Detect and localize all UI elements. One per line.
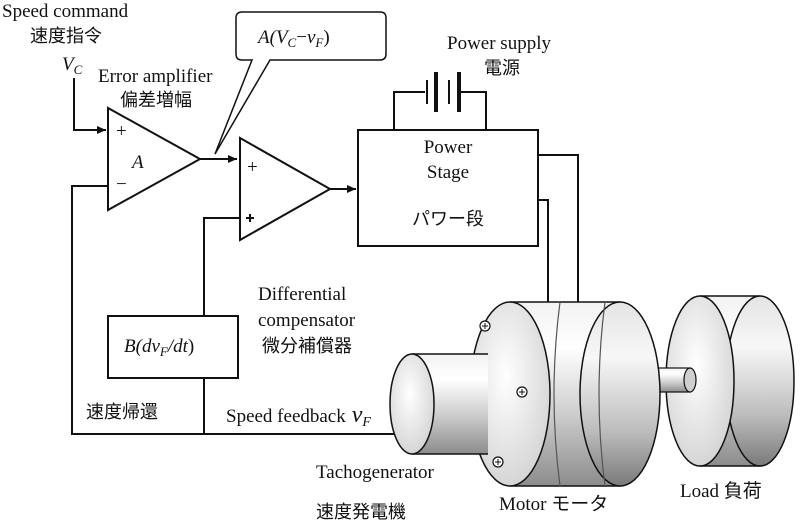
motor-wire-upper	[538, 154, 579, 312]
command-input-wire	[73, 78, 106, 134]
error-amplifier-jp-label: 偏差増幅	[120, 90, 192, 110]
error-amp-minus: −	[116, 174, 127, 195]
speed-command-label: Speed command	[2, 1, 129, 22]
differential-jp-label: 微分補償器	[262, 336, 352, 356]
error-amplifier-triangle	[107, 106, 203, 212]
differential-compensator-block	[107, 315, 239, 379]
power-stage-jp-label: パワー段	[412, 209, 484, 229]
load-label: Load 負荷	[680, 480, 762, 502]
callout-expression: A(VC−vF)	[256, 27, 330, 50]
compensator-expression: B(dvF/dt)	[124, 336, 194, 359]
compensator-output-wire	[203, 217, 240, 316]
tachogenerator-cylinder	[389, 353, 488, 455]
vc-symbol: VC	[62, 54, 83, 77]
power-supply-jp-label: 電源	[484, 58, 520, 78]
power-stage-line1: Power	[424, 137, 473, 158]
motor-label: Motor モータ	[499, 493, 608, 515]
power-stage-line2: Stage	[427, 162, 469, 183]
motor-body	[469, 301, 661, 487]
motor-wire-lower	[538, 199, 549, 312]
output-callout	[214, 11, 387, 155]
feedback-jp-label: 速度帰還	[86, 402, 158, 422]
differential-label-2: compensator	[258, 310, 356, 331]
power-supply-wires	[393, 91, 487, 130]
tachogenerator-label: Tachogenerator	[316, 462, 435, 483]
power-supply-label: Power supply	[447, 33, 551, 54]
error-amp-gain: A	[130, 152, 144, 173]
comp-amp-minus-mark	[246, 214, 254, 222]
load-cylinder	[665, 295, 795, 467]
tachogenerator-jp-label: 速度発電機	[316, 502, 406, 522]
error-amplifier-label: Error amplifier	[98, 66, 213, 87]
power-stage-block	[357, 129, 539, 247]
error-amp-plus: +	[116, 121, 127, 142]
motor-screw-icons	[479, 320, 528, 468]
differential-label-1: Differential	[258, 284, 346, 305]
compensating-amplifier-triangle	[239, 136, 333, 242]
comp-amp-plus: +	[247, 157, 258, 178]
speed-command-jp-label: 速度指令	[30, 26, 102, 46]
feedback-wire	[71, 185, 408, 435]
